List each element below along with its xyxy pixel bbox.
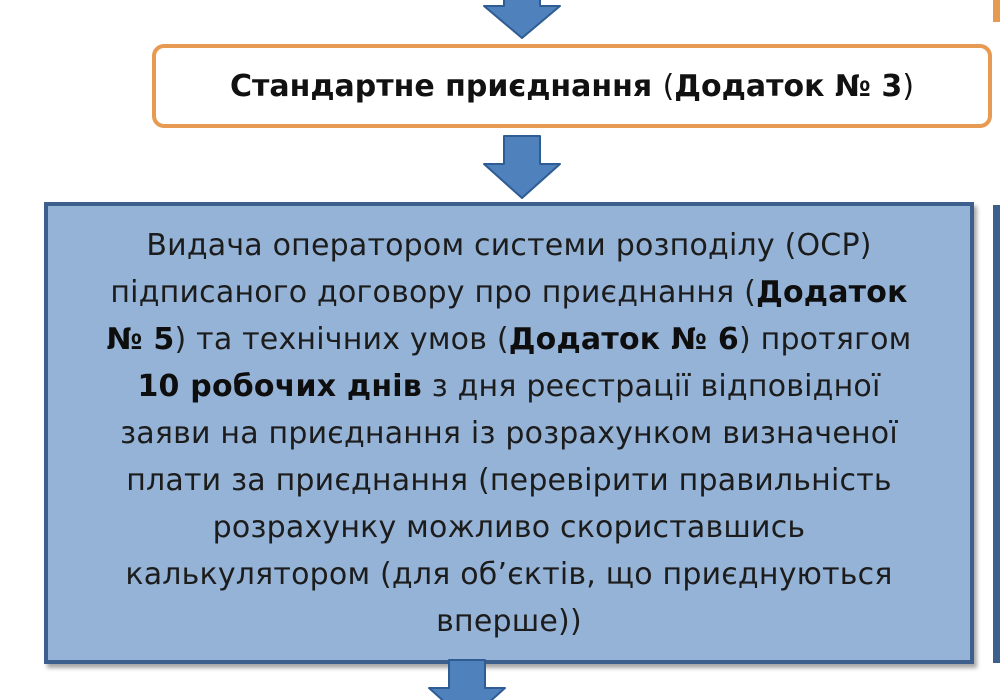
standard-connection-title: Стандартне приєднання	[229, 68, 653, 104]
contract-issuance-text: Видача оператором системи розподілу (ОСР…	[106, 227, 912, 639]
paren-close: )	[902, 68, 915, 104]
contract-issuance-box: Видача оператором системи розподілу (ОСР…	[44, 202, 974, 664]
standard-connection-box: Стандартне приєднання ( Додаток № 3 )	[152, 44, 992, 128]
appendix-6-label: Додаток № 6	[508, 321, 739, 357]
adjacent-blue-edge	[993, 205, 1000, 663]
adjacent-column-edge	[993, 0, 1000, 700]
adjacent-orange-edge	[993, 0, 1000, 22]
arrow-down-bottom	[428, 659, 506, 700]
appendix-5-label: Додаток № 5	[106, 274, 908, 357]
paren-open: (	[662, 68, 675, 104]
deadline-label: 10 робочих днів	[137, 368, 422, 404]
arrow-down-middle	[483, 135, 561, 199]
appendix-3-label: Додаток № 3	[674, 68, 903, 104]
arrow-down-top	[483, 0, 561, 39]
